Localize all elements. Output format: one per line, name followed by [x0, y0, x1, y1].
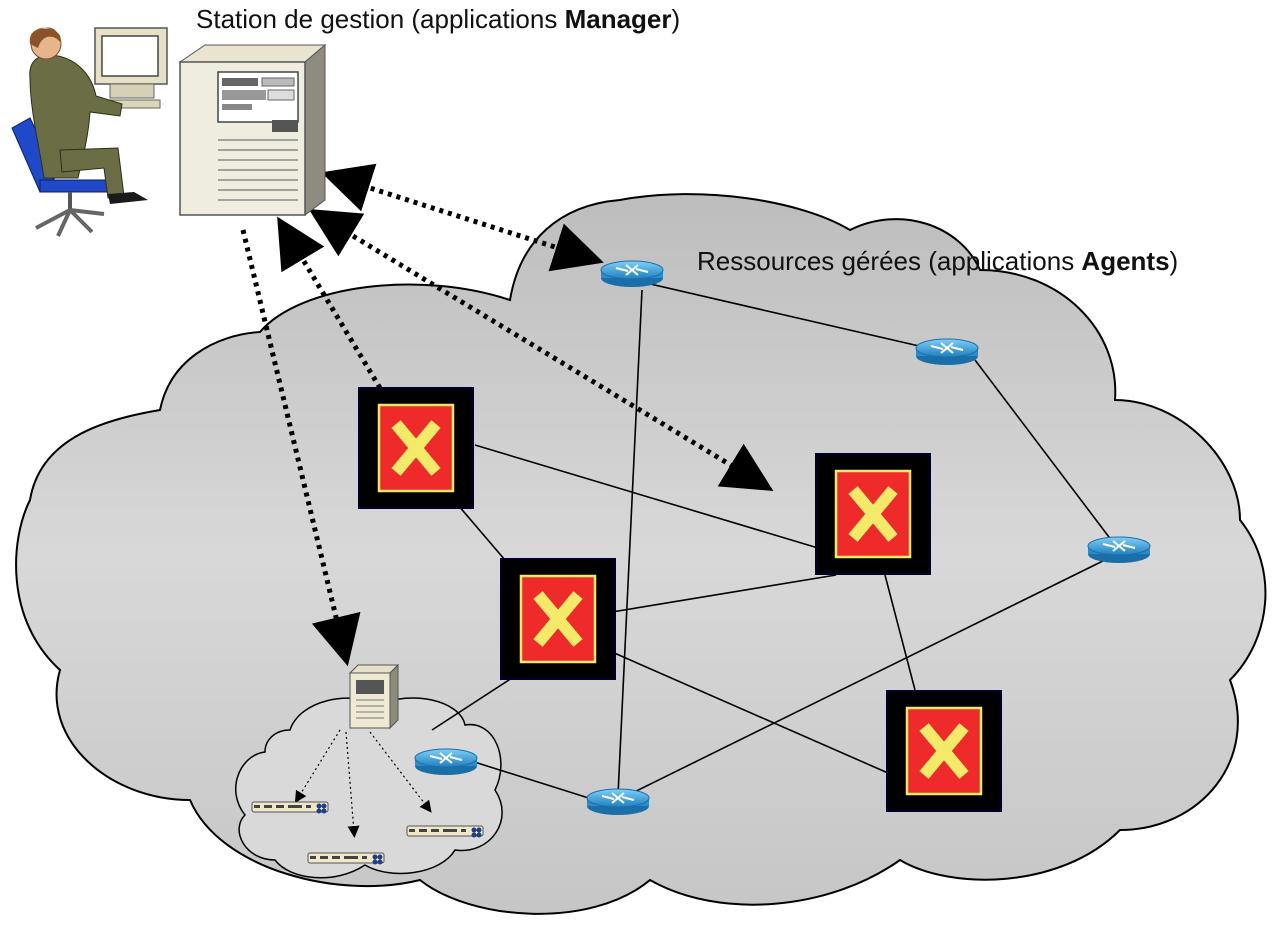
arrow-to-switch3: [308, 209, 774, 491]
subnet-links: [294, 729, 432, 838]
manager-label-bold: Manager: [564, 4, 672, 34]
hub-device-icon: [307, 852, 385, 865]
atm-switch-icon: [816, 454, 930, 574]
link-switch2-subnet: [431, 675, 516, 731]
manager-label-suffix: ): [671, 4, 681, 34]
router-icon: [586, 788, 650, 816]
atm-switch-icon: [359, 388, 473, 508]
router-icon: [1087, 536, 1151, 564]
link-switch3-switch4: [884, 574, 916, 691]
link-switch2-switch3: [611, 574, 837, 613]
link-router-bottom-router-far: [617, 554, 1116, 801]
arrow-to-switch1: [277, 216, 383, 390]
router-icon: [915, 338, 979, 366]
link-switch1-switch2: [457, 504, 506, 561]
arrow-to-subnet-server: [240, 229, 361, 667]
person-at-computer-icon: [11, 27, 168, 237]
manager-label-prefix: Station de gestion (applications: [196, 4, 565, 34]
subnet-server-icon: [348, 663, 400, 730]
server-tower-icon: [178, 43, 327, 216]
arrow-to-router-top: [321, 163, 604, 272]
atm-switch-icon: [887, 691, 1001, 811]
link-router-right-router-far: [974, 359, 1116, 546]
hub-device-icon: [406, 825, 484, 838]
hub-device-icon: [251, 801, 329, 814]
link-switch2-switch4: [611, 651, 889, 774]
managed-resources-label: Ressources gérées (applications Agents): [697, 246, 1178, 277]
manager-station-label: Station de gestion (applications Manager…: [196, 4, 680, 35]
atm-switch-icon: [501, 559, 615, 679]
router-icon: [414, 748, 478, 776]
agents-label-bold: Agents: [1081, 246, 1170, 276]
management-arrows: [240, 163, 774, 667]
agents-label-prefix: Ressources gérées (applications: [697, 246, 1082, 276]
router-icon: [600, 260, 664, 288]
agents-label-suffix: ): [1169, 246, 1179, 276]
link-router-subnet-router-bottom: [467, 759, 596, 801]
